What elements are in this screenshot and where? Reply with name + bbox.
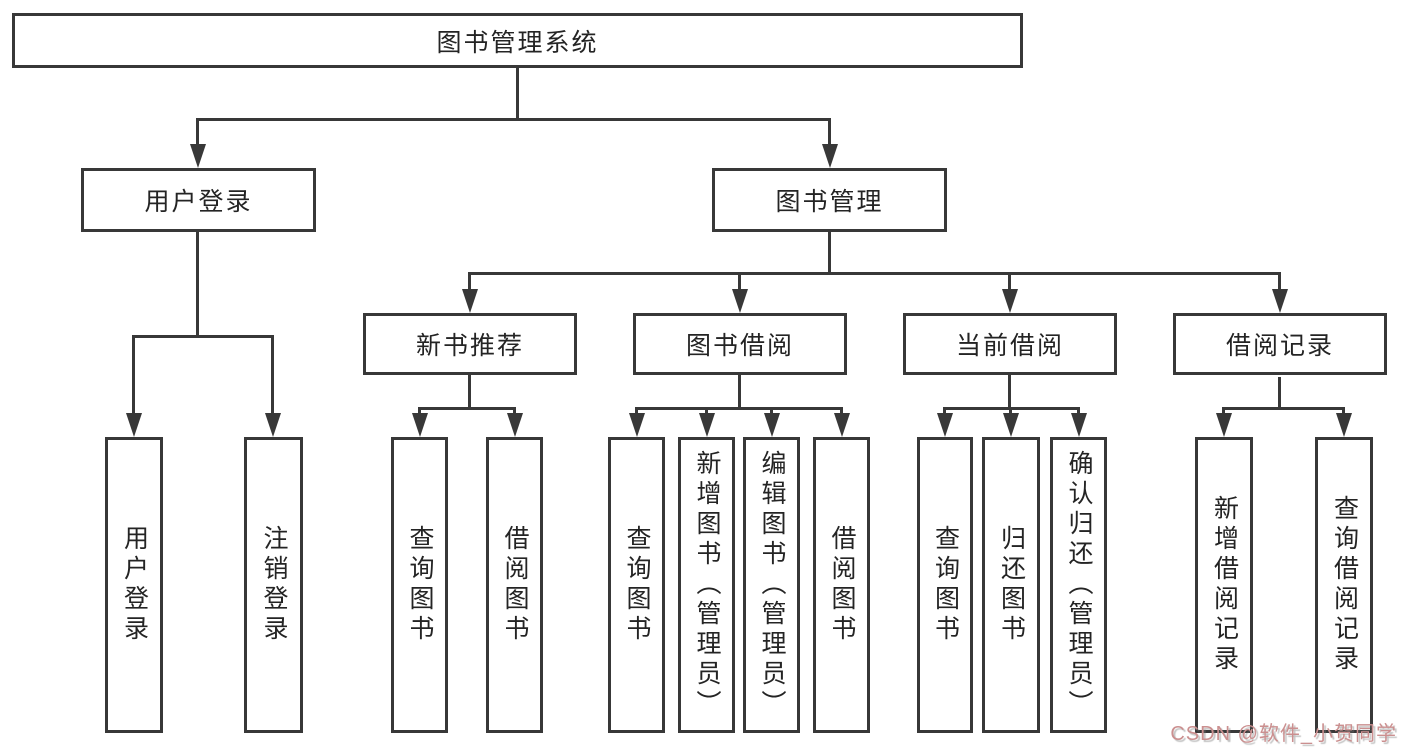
connector-arrow-line-cu-0 [943,407,946,415]
connector-root-rail [196,118,830,121]
arrowhead-bw-1 [699,413,715,437]
node-new-books: 新书推荐 [363,313,577,375]
connector-arrow-line-user-login [196,118,199,146]
connector-arrow-line-bw-1 [705,407,708,415]
connector-level2-rail [468,272,1281,275]
connector-borrowing-rail [635,407,843,410]
node-root: 图书管理系统 [12,13,1023,68]
leaf-nb-search-books: 查询图书 [391,437,448,733]
node-current: 当前借阅 [903,313,1117,375]
connector-arrow-line-cu-2 [1077,407,1080,415]
leaf-rc-add-record: 新增借阅记录 [1195,437,1253,733]
arrowhead-user-login [190,144,206,168]
connector-new-books-trunk [468,375,471,409]
connector-arrow-line-cu-1 [1009,407,1012,415]
arrowhead-bw-0 [629,413,645,437]
arrowhead-current [1002,289,1018,313]
arrowhead-cu-0 [937,413,953,437]
leaf-bw-search-books: 查询图书 [608,437,665,733]
node-borrowing-label: 图书借阅 [685,332,794,360]
node-book-mgmt-label: 图书管理 [775,188,884,216]
connector-arrow-line-records [1278,272,1281,290]
node-current-label: 当前借阅 [955,332,1064,360]
connector-borrowing-trunk [738,375,741,409]
connector-arrow-line-rc-0 [1222,407,1225,415]
leaf-nb-borrow-books: 借阅图书 [486,437,543,733]
leaf-cu-confirm-return-admin: 确认归还（管理员） [1050,437,1107,733]
leaf-bw-add-books-admin: 新增图书（管理员） [678,437,735,733]
node-new-books-label: 新书推荐 [415,332,524,360]
arrowhead-rc-0 [1216,413,1232,437]
arrowhead-records [1272,289,1288,313]
leaf-bw-borrow-books: 借阅图书 [813,437,870,733]
arrowhead-borrowing [732,289,748,313]
connector-user-login-trunk [196,232,199,338]
leaf-bw-edit-books-admin: 编辑图书（管理员） [743,437,800,733]
connector-arrow-line-leaf-login [132,335,135,413]
arrowhead-rc-1 [1336,413,1352,437]
connector-arrow-line-current [1008,272,1011,290]
connector-arrow-line-bw-2 [770,407,773,415]
arrowhead-new-books [462,289,478,313]
connector-arrow-line-bw-3 [840,407,843,415]
connector-arrow-line-leaf-logout [271,335,274,413]
arrowhead-cu-1 [1003,413,1019,437]
arrowhead-leaf-logout [265,413,281,437]
arrowhead-nb-0 [412,413,428,437]
node-user-login: 用户登录 [81,168,316,232]
connector-arrow-line-rc-1 [1342,407,1345,415]
connector-arrow-line-nb-0 [418,407,421,415]
connector-arrow-line-book-mgmt [828,118,831,146]
leaf-user-login: 用户登录 [105,437,163,733]
connector-arrow-line-new-books [468,272,471,290]
arrowhead-leaf-login [126,413,142,437]
arrowhead-bw-3 [834,413,850,437]
node-records-label: 借阅记录 [1225,332,1334,360]
connector-records-rail [1222,407,1345,410]
connector-arrow-line-bw-0 [635,407,638,415]
connector-book-mgmt-trunk [828,232,831,275]
node-user-login-label: 用户登录 [144,188,253,216]
leaf-rc-search-record: 查询借阅记录 [1315,437,1373,733]
arrowhead-bw-2 [764,413,780,437]
leaf-cu-search-books: 查询图书 [917,437,973,733]
connector-current-trunk [1008,375,1011,409]
arrowhead-book-mgmt [822,144,838,168]
arrowhead-nb-1 [507,413,523,437]
arrowhead-cu-2 [1071,413,1087,437]
watermark: CSDN @软件_小贺同学 [1170,723,1397,745]
connector-arrow-line-borrowing [738,272,741,290]
connector-arrow-line-nb-1 [513,407,516,415]
node-records: 借阅记录 [1173,313,1387,375]
connector-user-login-rail [132,335,273,338]
node-root-label: 图书管理系统 [436,28,599,57]
node-book-mgmt: 图书管理 [712,168,947,232]
connector-records-trunk [1278,377,1281,409]
connector-new-books-rail [418,407,516,410]
connector-root-trunk [516,68,519,119]
node-borrowing: 图书借阅 [633,313,847,375]
leaf-logout: 注销登录 [244,437,303,733]
leaf-cu-return-books: 归还图书 [982,437,1040,733]
